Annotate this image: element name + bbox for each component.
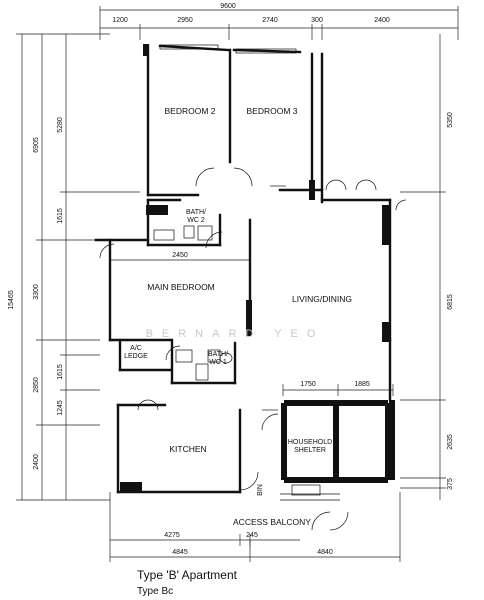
dim-bottom-1: 4845 — [172, 549, 188, 556]
room-label-bedroom-2: BEDROOM 2 — [164, 106, 215, 116]
room-label-bath-2-line2: WC 2 — [187, 217, 205, 224]
room-labels: BEDROOM 2 BEDROOM 3 BATH/ WC 2 MAIN BEDR… — [124, 106, 352, 527]
column-markers — [120, 44, 389, 492]
room-label-kitchen: KITCHEN — [169, 444, 206, 454]
dim-top-1: 1200 — [112, 17, 128, 24]
dim-right-1: 5350 — [447, 112, 454, 128]
room-label-ac-ledge-line1: A/C — [130, 345, 142, 352]
dim-top-3: 2740 — [262, 17, 278, 24]
room-label-living-dining: LIVING/DINING — [292, 294, 352, 304]
dim-bottom-2: 4840 — [317, 549, 333, 556]
room-label-household-shelter-line1: HOUSEHOLD — [288, 439, 332, 446]
dim-left-inner-3: 1615 — [57, 364, 64, 380]
dim-left-2: 3300 — [33, 284, 40, 300]
apartment-type-title: Type 'B' Apartment — [137, 568, 237, 582]
dim-left-inner-1: 5280 — [57, 117, 64, 133]
dim-bedroom-width: 2450 — [172, 252, 188, 259]
dim-bottom-inner-1: 4275 — [164, 532, 180, 539]
dim-top-4: 300 — [311, 17, 323, 24]
room-label-household-shelter-line2: SHELTER — [294, 447, 326, 454]
dim-shelter-1: 1750 — [300, 381, 316, 388]
room-label-access-balcony: ACCESS BALCONY — [233, 517, 311, 527]
room-label-bedroom-3: BEDROOM 3 — [246, 106, 297, 116]
dim-top-5: 2400 — [374, 17, 390, 24]
door-swings — [99, 44, 407, 531]
dim-overall-width: 9600 — [220, 3, 236, 10]
dimension-labels: 9600 1200 2950 2740 300 2400 15465 6905 … — [8, 3, 454, 556]
dim-left-4: 2400 — [33, 454, 40, 470]
watermark: BERNARD YEO — [146, 328, 325, 340]
household-shelter-walls — [281, 400, 395, 483]
room-label-bin: BIN — [257, 484, 264, 496]
dim-left-inner-2: 1615 — [57, 208, 64, 224]
apartment-type-subtitle: Type Bc — [137, 586, 174, 597]
dim-right-2: 6815 — [447, 294, 454, 310]
dim-left-total: 15465 — [8, 290, 15, 310]
dim-left-3: 2850 — [33, 377, 40, 393]
dim-bottom-inner-2: 245 — [246, 532, 258, 539]
dim-shelter-2: 1885 — [354, 381, 370, 388]
room-label-bath-2-line1: BATH/ — [186, 209, 206, 216]
dim-top-2: 2950 — [177, 17, 193, 24]
room-label-ac-ledge-line2: LEDGE — [124, 353, 148, 360]
room-label-bath-1-line2: WC 1 — [209, 359, 227, 366]
dim-left-1: 6905 — [33, 137, 40, 153]
room-label-main-bedroom: MAIN BEDROOM — [147, 282, 215, 292]
walls — [94, 44, 392, 494]
room-label-bath-1-line1: BATH/ — [208, 351, 228, 358]
dim-left-inner-4: 1245 — [57, 400, 64, 416]
dimension-lines — [16, 6, 459, 562]
dim-right-3: 2635 — [447, 434, 454, 450]
dim-right-4: 375 — [447, 478, 454, 490]
